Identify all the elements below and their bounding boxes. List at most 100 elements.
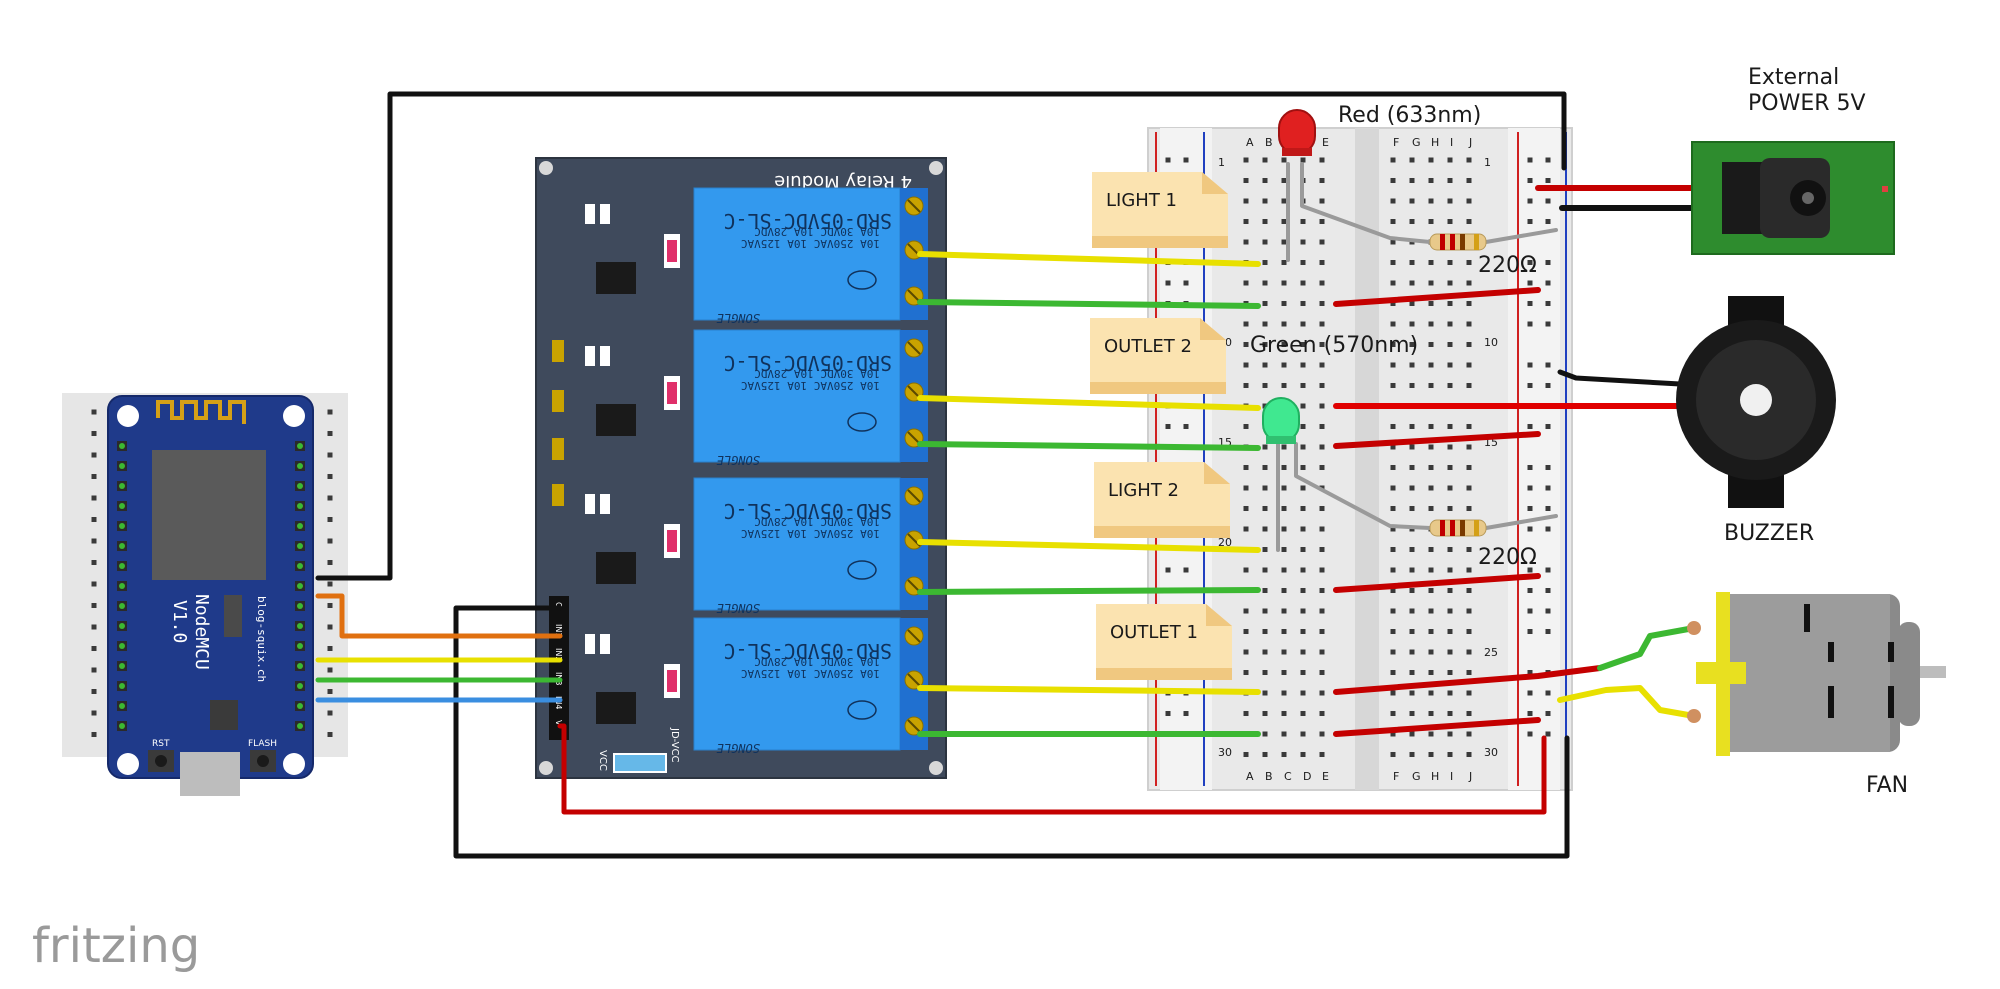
jumper-red-1 xyxy=(1333,287,1541,307)
breadboard-hole xyxy=(1409,731,1415,737)
esp-chip xyxy=(152,450,266,580)
breadboard-hole xyxy=(1319,219,1325,224)
breadboard-hole xyxy=(1466,547,1472,552)
breadboard-hole xyxy=(1319,547,1325,552)
rail-hole xyxy=(1545,608,1551,614)
breadboard-hole xyxy=(1319,178,1325,183)
wifi-antenna-icon xyxy=(156,400,246,424)
smd-component xyxy=(552,390,564,412)
bb-letter-a: A xyxy=(1246,136,1254,149)
breadboard-hole xyxy=(1390,506,1396,511)
note-outlet-1-text: OUTLET 1 xyxy=(1110,622,1198,643)
breadboard-hole xyxy=(1409,342,1415,347)
mcu-breadboard-hole xyxy=(91,560,97,565)
breadboard-hole xyxy=(1428,260,1434,265)
led-red xyxy=(1278,109,1316,156)
smd-led xyxy=(585,634,595,654)
note-outlet-2: OUTLET 2 xyxy=(1090,318,1226,394)
mcu-breadboard-hole xyxy=(327,710,333,716)
breadboard-hole xyxy=(1319,465,1325,470)
header-pin-pad xyxy=(297,463,303,469)
breadboard-hole xyxy=(1447,567,1453,573)
header-pin-pad xyxy=(297,543,303,549)
bb-row-1-right: 1 xyxy=(1484,156,1491,169)
breadboard-hole xyxy=(1319,321,1325,327)
breadboard-hole xyxy=(1409,485,1415,491)
relay-rating-2: 10A 30VDC 10A 28VDC xyxy=(754,225,880,238)
rail-hole xyxy=(1527,465,1533,470)
breadboard-hole xyxy=(1409,690,1415,696)
breadboard-hole xyxy=(1300,260,1306,265)
breadboard-hole xyxy=(1409,629,1415,634)
breadboard-hole xyxy=(1466,506,1472,511)
breadboard-hole xyxy=(1409,157,1415,163)
relay-rating-2: 10A 30VDC 10A 28VDC xyxy=(754,367,880,380)
breadboard-hole xyxy=(1409,506,1415,511)
breadboard-hole xyxy=(1243,485,1249,491)
breadboard-hole xyxy=(1447,260,1453,265)
breadboard-hole xyxy=(1281,670,1287,675)
breadboard-hole xyxy=(1409,178,1415,183)
breadboard-hole xyxy=(1243,465,1249,470)
breadboard-hole xyxy=(1262,731,1268,737)
breadboard-hole xyxy=(1281,649,1287,655)
rail-hole xyxy=(1527,526,1533,532)
relay-body xyxy=(693,617,901,751)
breadboard-hole xyxy=(1281,260,1287,265)
breadboard-hole xyxy=(1300,444,1306,450)
breadboard-hole xyxy=(1262,219,1268,224)
breadboard-hole xyxy=(1319,444,1325,450)
breadboard-hole xyxy=(1466,465,1472,470)
breadboard-hole xyxy=(1243,424,1249,429)
breadboard-hole xyxy=(1447,465,1453,470)
breadboard-hole xyxy=(1447,424,1453,429)
breadboard-hole xyxy=(1319,588,1325,593)
breadboard-hole xyxy=(1243,178,1249,183)
relay-model: SRD-05VDC-SL-C xyxy=(723,351,892,375)
breadboard-hole xyxy=(1409,670,1415,675)
rail-hole xyxy=(1545,362,1551,368)
mcu-breadboard-hole xyxy=(327,560,333,565)
breadboard-hole xyxy=(1447,321,1453,327)
relay-body xyxy=(693,477,901,611)
buzzer-label: BUZZER xyxy=(1724,521,1814,546)
breadboard-hole xyxy=(1281,342,1287,347)
breadboard-hole xyxy=(1428,629,1434,634)
header-pin-pad xyxy=(119,623,125,629)
note-light-1-text: LIGHT 1 xyxy=(1106,190,1177,211)
breadboard-hole xyxy=(1390,690,1396,696)
relay-rating-1: 10A 250VAC 10A 125VAC xyxy=(741,527,880,540)
bb-letter-j: J xyxy=(1468,136,1472,149)
smd-led xyxy=(585,204,595,224)
breadboard-hole xyxy=(1243,157,1249,163)
breadboard-hole xyxy=(1466,301,1472,306)
vcc-jumper[interactable] xyxy=(613,753,667,773)
breadboard-hole xyxy=(1300,752,1306,757)
breadboard-hole xyxy=(1447,301,1453,306)
mount-hole-icon xyxy=(283,405,305,427)
breadboard-hole xyxy=(1390,670,1396,675)
smd-led xyxy=(600,204,610,224)
rail-hole xyxy=(1545,157,1551,163)
breadboard-hole xyxy=(1281,711,1287,716)
note-outlet-2-text: OUTLET 2 xyxy=(1104,336,1192,357)
breadboard-hole xyxy=(1262,711,1268,716)
rail-hole xyxy=(1527,670,1533,675)
led-green-leg-1 xyxy=(1294,442,1432,530)
wire-red-vcc xyxy=(557,723,1547,815)
breadboard-hole xyxy=(1390,219,1396,224)
relay-indicator-led-color xyxy=(667,530,677,552)
breadboard-hole xyxy=(1319,649,1325,655)
breadboard-hole xyxy=(1447,383,1453,388)
rail-hole xyxy=(1183,424,1189,429)
nodemcu-version: V1.0 xyxy=(169,600,190,643)
breadboard-hole xyxy=(1281,588,1287,593)
mcu-breadboard-hole xyxy=(327,667,333,673)
breadboard-hole xyxy=(1319,301,1325,306)
mcu-breadboard-hole xyxy=(91,732,97,737)
breadboard-hole xyxy=(1428,670,1434,675)
pin-g-label: G xyxy=(554,602,563,608)
mcu-breadboard-hole xyxy=(327,624,333,630)
breadboard-hole xyxy=(1281,690,1287,696)
rail-hole xyxy=(1545,506,1551,511)
